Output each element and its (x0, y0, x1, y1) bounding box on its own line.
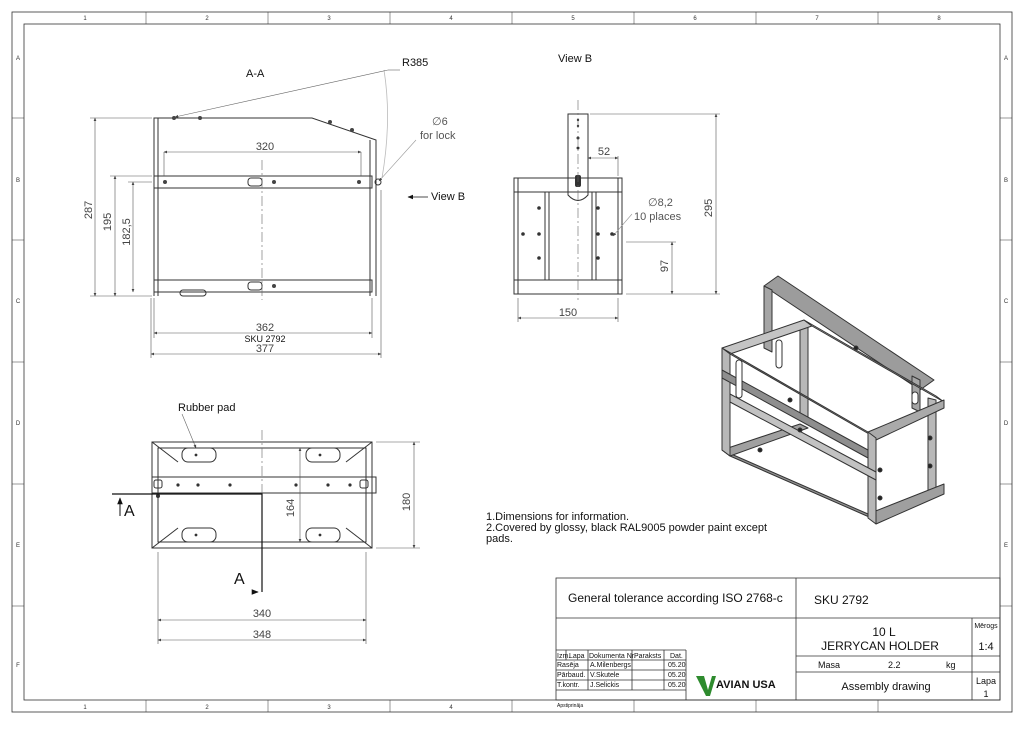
sheet-frame (11, 11, 1013, 713)
view-b: View B (513, 53, 720, 322)
dim-320: 320 (256, 141, 274, 153)
radius-label: R385 (402, 57, 428, 69)
dim-377: 377 (256, 343, 274, 355)
cut-label-bottom: A (234, 571, 245, 588)
approved-label: Apstiprināja (557, 703, 583, 709)
header-doc: Dokumenta Nr. (589, 653, 636, 660)
col-label: 4 (449, 16, 453, 22)
row-label: C (1004, 299, 1009, 305)
col-label: 2 (205, 705, 209, 711)
header-izm: Izm. (557, 653, 570, 660)
row-label: F (16, 663, 20, 669)
product-line-2: JERRYCAN HOLDER (821, 639, 939, 653)
sheet-number: 1 (983, 689, 988, 699)
plan-view: Rubber pad A A (112, 402, 420, 644)
dim-195: 195 (102, 213, 114, 231)
dim-362: 362 (256, 322, 274, 334)
col-label: 1 (83, 705, 87, 711)
mass-unit: kg (946, 660, 956, 670)
name-checked: V.Skutele (590, 672, 619, 679)
header-date: Dat. (670, 653, 683, 660)
dim-180: 180 (401, 493, 413, 511)
row-label: B (16, 178, 20, 184)
role-tcontrol: T.kontr. (557, 682, 580, 689)
notes: 1.Dimensions for information. 2.Covered … (486, 511, 767, 545)
dim-97: 97 (659, 260, 671, 272)
row-label: B (1004, 178, 1008, 184)
title-block: General tolerance according ISO 2768-c S… (555, 577, 1001, 709)
row-label: E (1004, 543, 1008, 549)
grid-labels: 1 2 3 4 5 6 7 8 A B C D E F A B C D E 1 … (16, 16, 1009, 711)
row-label: A (1004, 56, 1008, 62)
scale-label: Mērogs (974, 623, 998, 630)
dim-182-5: 182,5 (121, 218, 133, 246)
name-tcontrol: J.Selickis (590, 682, 620, 689)
dim-348: 348 (253, 629, 271, 641)
row-label: A (16, 56, 20, 62)
note-2: 2.Covered by glossy, black RAL9005 powde… (486, 522, 767, 534)
isometric-view (721, 275, 945, 525)
cut-label-left: A (124, 503, 135, 520)
view-b-pointer-label: View B (431, 191, 465, 203)
col-label: 7 (815, 16, 819, 22)
name-drawn: A.Milenbergs (590, 662, 631, 669)
sku-label-side: SKU 2792 (244, 334, 285, 344)
col-label: 8 (937, 16, 941, 22)
row-label: D (16, 421, 21, 427)
company-logo: AVIAN USA (696, 676, 776, 696)
logo-text: AVIAN USA (716, 679, 776, 691)
col-label: 1 (83, 16, 87, 22)
note-3: pads. (486, 533, 513, 545)
date-tcontrol: 05.20 (668, 682, 686, 689)
mass-value: 2.2 (888, 660, 901, 670)
col-label: 2 (205, 16, 209, 22)
col-label: 5 (571, 16, 575, 22)
product-line-1: 10 L (872, 625, 896, 639)
date-drawn: 05.20 (668, 662, 686, 669)
lock-hole-note: for lock (420, 130, 456, 142)
section-aa-view: A-A R385 ∅6 for lock View B (83, 57, 465, 358)
hole-label: ∅8,2 (648, 197, 673, 209)
dim-150: 150 (559, 307, 577, 319)
hole-count-label: 10 places (634, 211, 682, 223)
scale-value: 1:4 (978, 641, 993, 653)
lock-hole-label: ∅6 (432, 116, 448, 128)
col-label: 3 (327, 16, 331, 22)
date-checked: 05.20 (668, 672, 686, 679)
row-label: E (16, 543, 20, 549)
dim-164: 164 (285, 499, 297, 517)
col-label: 6 (693, 16, 697, 22)
mass-label: Masa (818, 660, 840, 670)
header-lapa: Lapa (569, 653, 585, 660)
drawing-type: Assembly drawing (841, 681, 930, 693)
col-label: 3 (327, 705, 331, 711)
tolerance-text: General tolerance according ISO 2768-c (568, 591, 783, 605)
row-label: C (16, 299, 21, 305)
header-sign: Paraksts (634, 653, 662, 660)
rubber-pad-label: Rubber pad (178, 402, 236, 414)
dim-287: 287 (83, 201, 95, 219)
dim-340: 340 (253, 608, 271, 620)
grid-markers (12, 12, 1012, 712)
role-checked: Pārbaud. (557, 672, 585, 679)
col-label: 4 (449, 705, 453, 711)
title-sku: SKU 2792 (814, 593, 869, 607)
row-label: D (1004, 421, 1009, 427)
role-drawn: Rasēja (557, 662, 579, 669)
view-b-title: View B (558, 53, 592, 65)
dim-295: 295 (703, 199, 715, 217)
sheet-label: Lapa (976, 676, 996, 686)
note-1: 1.Dimensions for information. (486, 511, 629, 523)
dim-52: 52 (598, 146, 610, 158)
section-aa-title: A-A (246, 68, 265, 80)
